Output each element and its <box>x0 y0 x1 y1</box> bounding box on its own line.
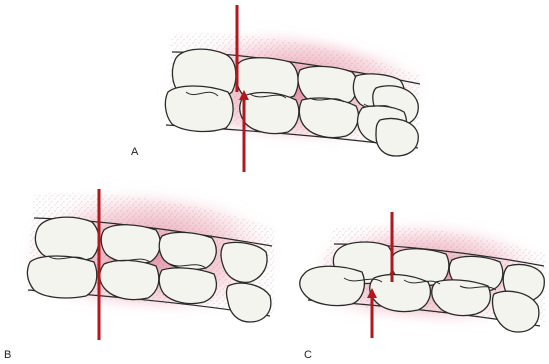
panel-label-b: B <box>4 350 11 361</box>
tooth <box>27 256 96 298</box>
panel-label-a: A <box>131 147 138 158</box>
panel-label-c: C <box>304 350 312 361</box>
panel-c-illustration <box>300 212 548 338</box>
tooth <box>35 217 98 261</box>
tooth <box>376 119 418 156</box>
tooth <box>101 225 160 264</box>
panel-b-illustration <box>20 187 278 340</box>
tooth <box>165 86 233 131</box>
panel-a-illustration <box>165 5 425 172</box>
